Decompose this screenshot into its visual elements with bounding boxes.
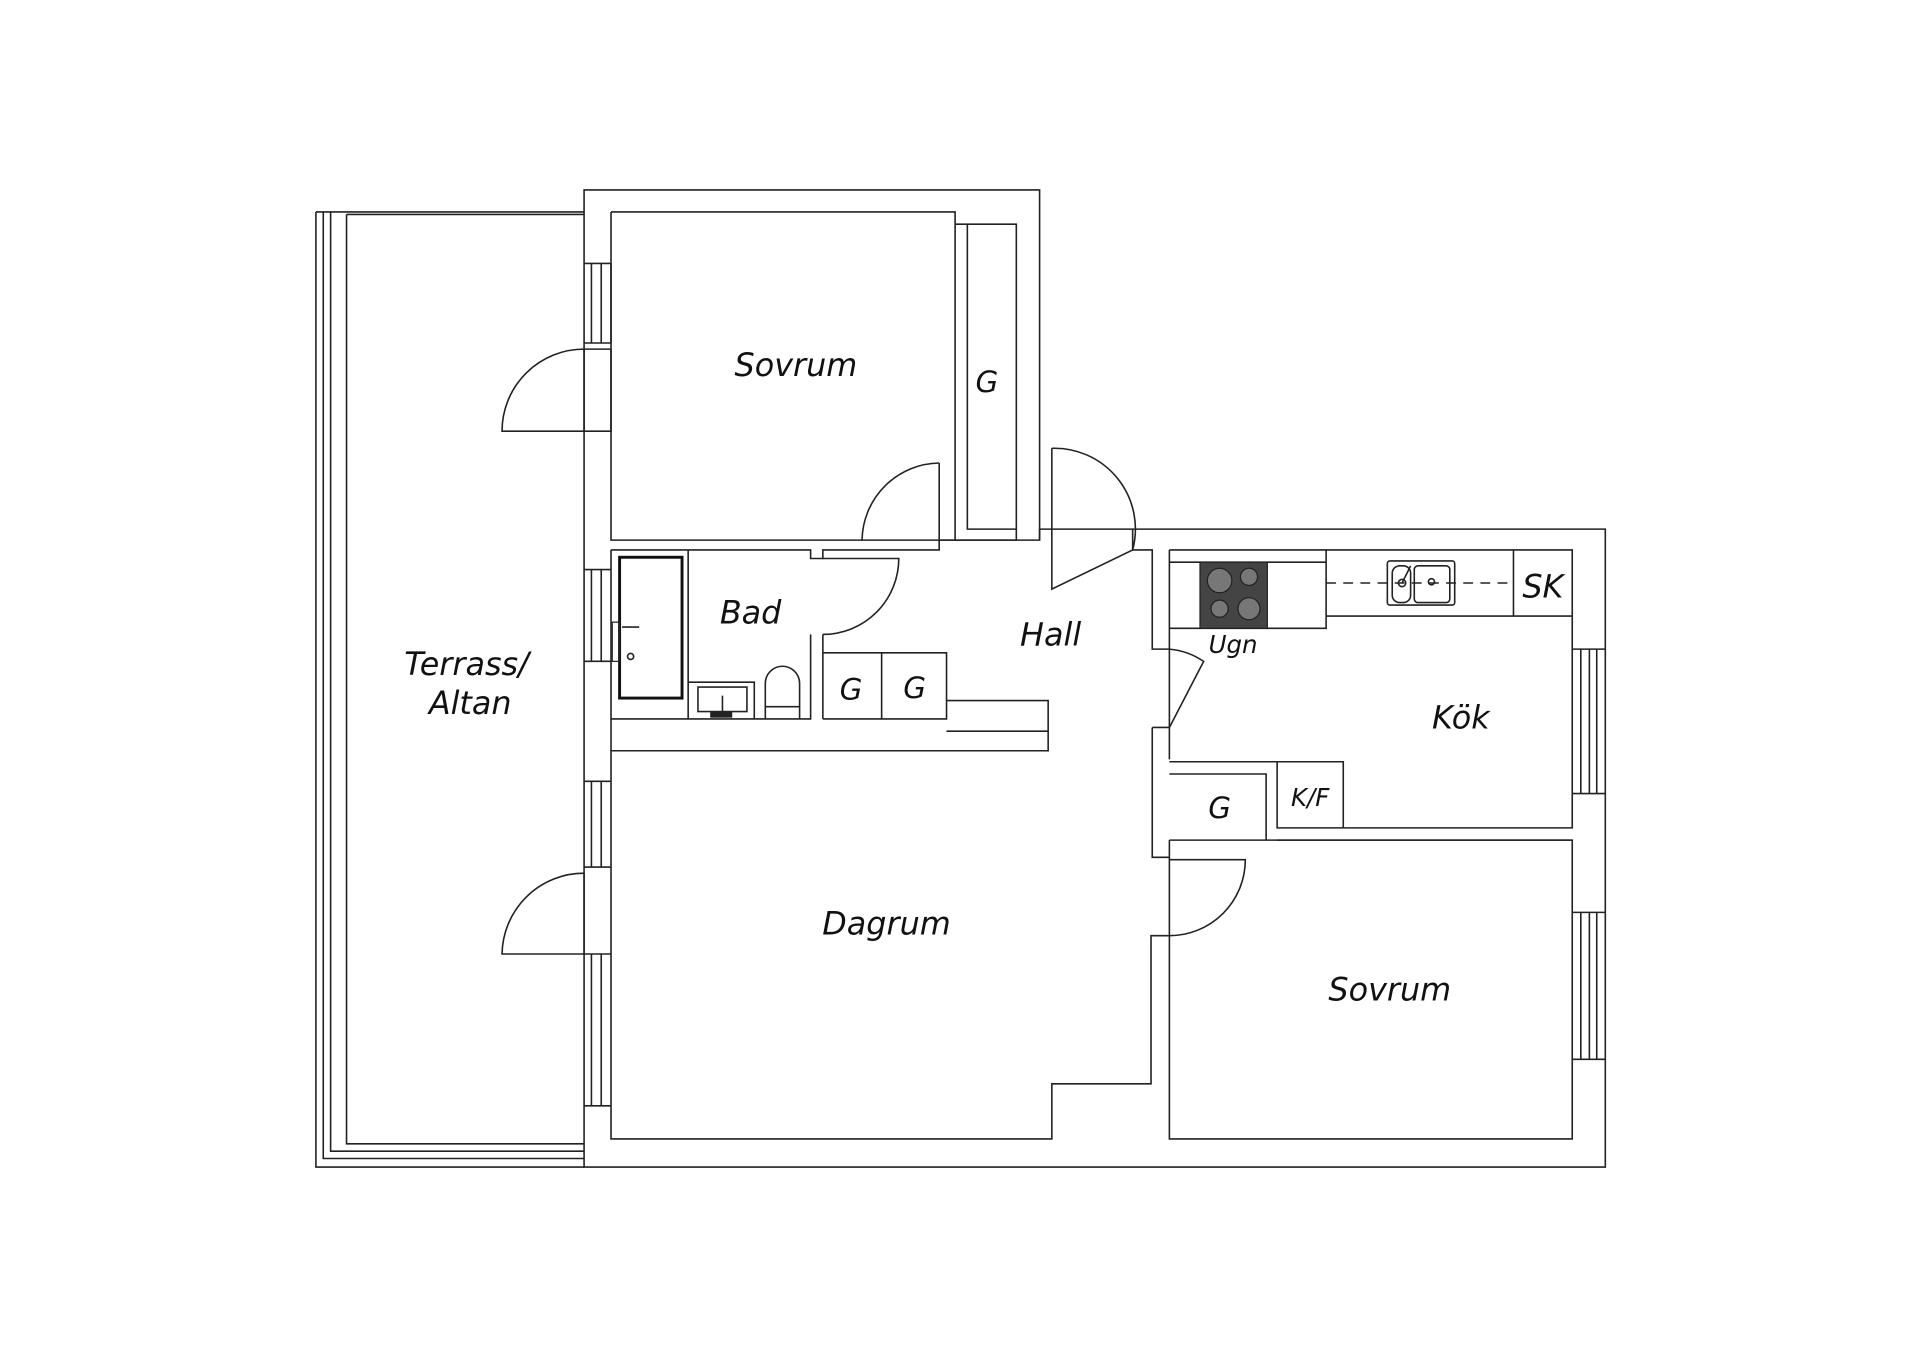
closet-label-hall-2: G xyxy=(903,671,926,705)
room-label-terrass: Terrass/ xyxy=(404,645,532,683)
bathtub xyxy=(611,555,684,700)
room-label-altan: Altan xyxy=(427,684,512,722)
room-label-sovrum-top: Sovrum xyxy=(735,346,858,384)
room-label-dagrum: Dagrum xyxy=(822,904,950,942)
closet-label-top: G xyxy=(976,365,999,399)
toilet xyxy=(764,665,801,719)
label-ugn: Ugn xyxy=(1209,630,1258,659)
label-kf: K/F xyxy=(1291,783,1330,812)
doors xyxy=(501,348,1247,955)
closet-label-hall-1: G xyxy=(840,672,863,706)
room-label-kok: Kök xyxy=(1432,699,1491,737)
label-sk: SK xyxy=(1522,568,1565,606)
closet-label-kok: G xyxy=(1208,791,1231,825)
room-label-sovrum-bottom: Sovrum xyxy=(1328,971,1451,1009)
stove xyxy=(1199,561,1268,629)
room-label-bad: Bad xyxy=(720,593,782,631)
kitchen-sink xyxy=(1386,560,1456,606)
room-label-hall: Hall xyxy=(1020,615,1081,653)
terrace xyxy=(315,211,585,1168)
sink-bathroom xyxy=(697,686,748,718)
outer-wall xyxy=(583,189,1607,1168)
